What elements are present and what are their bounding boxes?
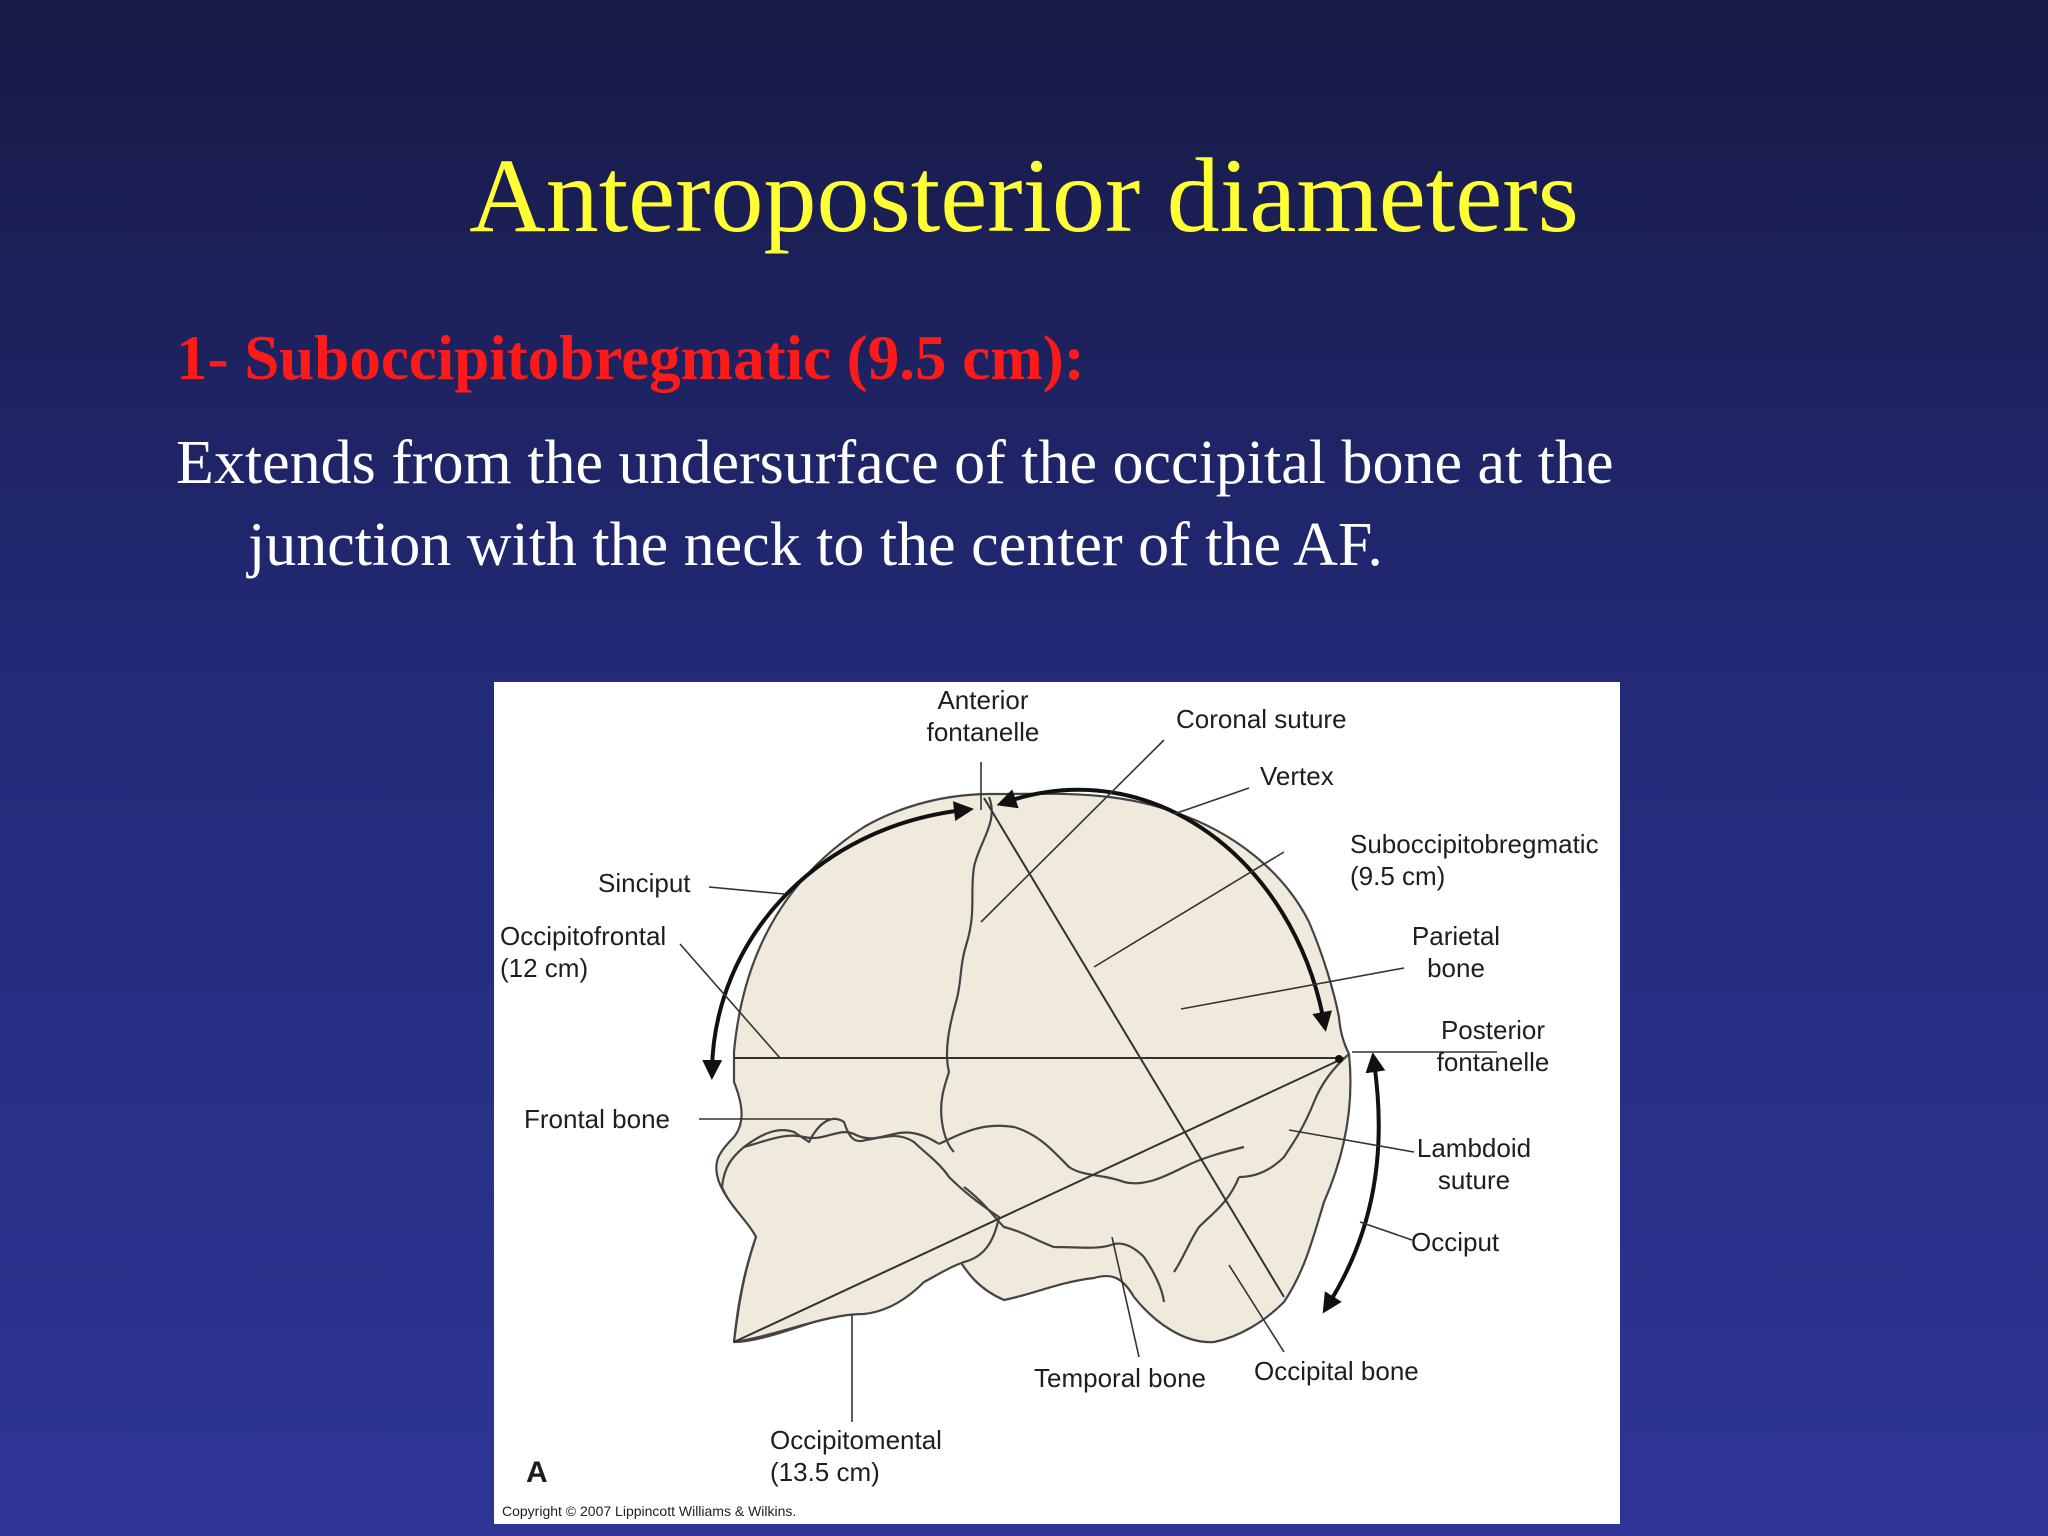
leader-occipitofrontal [679, 943, 781, 1059]
skull-diagram-panel: Anterior fontanelle Coronal suture Verte… [494, 682, 1620, 1524]
label-anterior-fontanelle-1: Anterior [937, 685, 1028, 715]
label-frontal-bone: Frontal bone [524, 1104, 670, 1134]
leader-sinciput [708, 886, 785, 895]
occiput-arrow [1322, 1052, 1386, 1314]
posterior-fontanelle-point [1335, 1055, 1343, 1063]
copyright-text: Copyright © 2007 Lippincott Williams & W… [502, 1503, 796, 1519]
label-occipitomental-2: (13.5 cm) [770, 1457, 880, 1487]
leader-occiput [1359, 1221, 1413, 1241]
sinciput-arrow [702, 801, 974, 1080]
body-line-1: Extends from the undersurface of the occ… [176, 429, 1614, 497]
leader-lambdoid-suture [1288, 1129, 1415, 1153]
label-occipitofrontal-2: (12 cm) [500, 953, 588, 983]
label-parietal-bone-1: Parietal [1412, 921, 1500, 951]
slide-title: Anteroposterior diameters [469, 137, 1579, 254]
label-sinciput: Sinciput [598, 868, 691, 898]
panel-letter: A [526, 1456, 548, 1489]
label-anterior-fontanelle-2: fontanelle [927, 717, 1040, 747]
label-suboccipitobregmatic-2: (9.5 cm) [1350, 861, 1445, 891]
label-suboccipitobregmatic-1: Suboccipitobregmatic [1350, 829, 1599, 859]
label-occipitofrontal-1: Occipitofrontal [500, 921, 666, 951]
leader-parietal-bone [1180, 967, 1405, 1010]
label-temporal-bone: Temporal bone [1034, 1363, 1206, 1393]
leader-coronal-suture [980, 739, 1165, 923]
leader-suboccipitobregmatic [1093, 851, 1285, 968]
occipital-suture [1173, 1176, 1241, 1273]
label-occipitomental-1: Occipitomental [770, 1425, 942, 1455]
frontal-lower-suture [743, 1131, 940, 1149]
label-lambdoid-suture-1: Lambdoid [1417, 1133, 1531, 1163]
label-posterior-fontanelle-2: fontanelle [1437, 1047, 1550, 1077]
temporal-inner-suture [963, 1186, 1166, 1303]
face-outline [720, 1117, 1001, 1344]
body-line-2: junction with the neck to the center of … [248, 511, 1383, 579]
label-parietal-bone-2: bone [1427, 953, 1485, 983]
leader-occipital-bone [1228, 1264, 1285, 1353]
label-lambdoid-suture-2: suture [1438, 1165, 1510, 1195]
vertex-arrow [996, 787, 1332, 1032]
label-posterior-fontanelle-1: Posterior [1441, 1015, 1545, 1045]
label-occiput: Occiput [1411, 1227, 1500, 1257]
slide-body: Extends from the undersurface of the occ… [176, 422, 1876, 586]
occipitomental-diameter [733, 1057, 1345, 1343]
label-occipital-bone: Occipital bone [1254, 1356, 1419, 1386]
label-vertex: Vertex [1260, 761, 1334, 791]
leader-vertex [1173, 787, 1250, 815]
leader-temporal-bone [1111, 1236, 1140, 1358]
label-coronal-suture: Coronal suture [1176, 704, 1347, 734]
skull-diagram: Anterior fontanelle Coronal suture Verte… [500, 685, 1599, 1519]
slide-subheading: 1- Suboccipitobregmatic (9.5 cm): [176, 323, 1085, 393]
